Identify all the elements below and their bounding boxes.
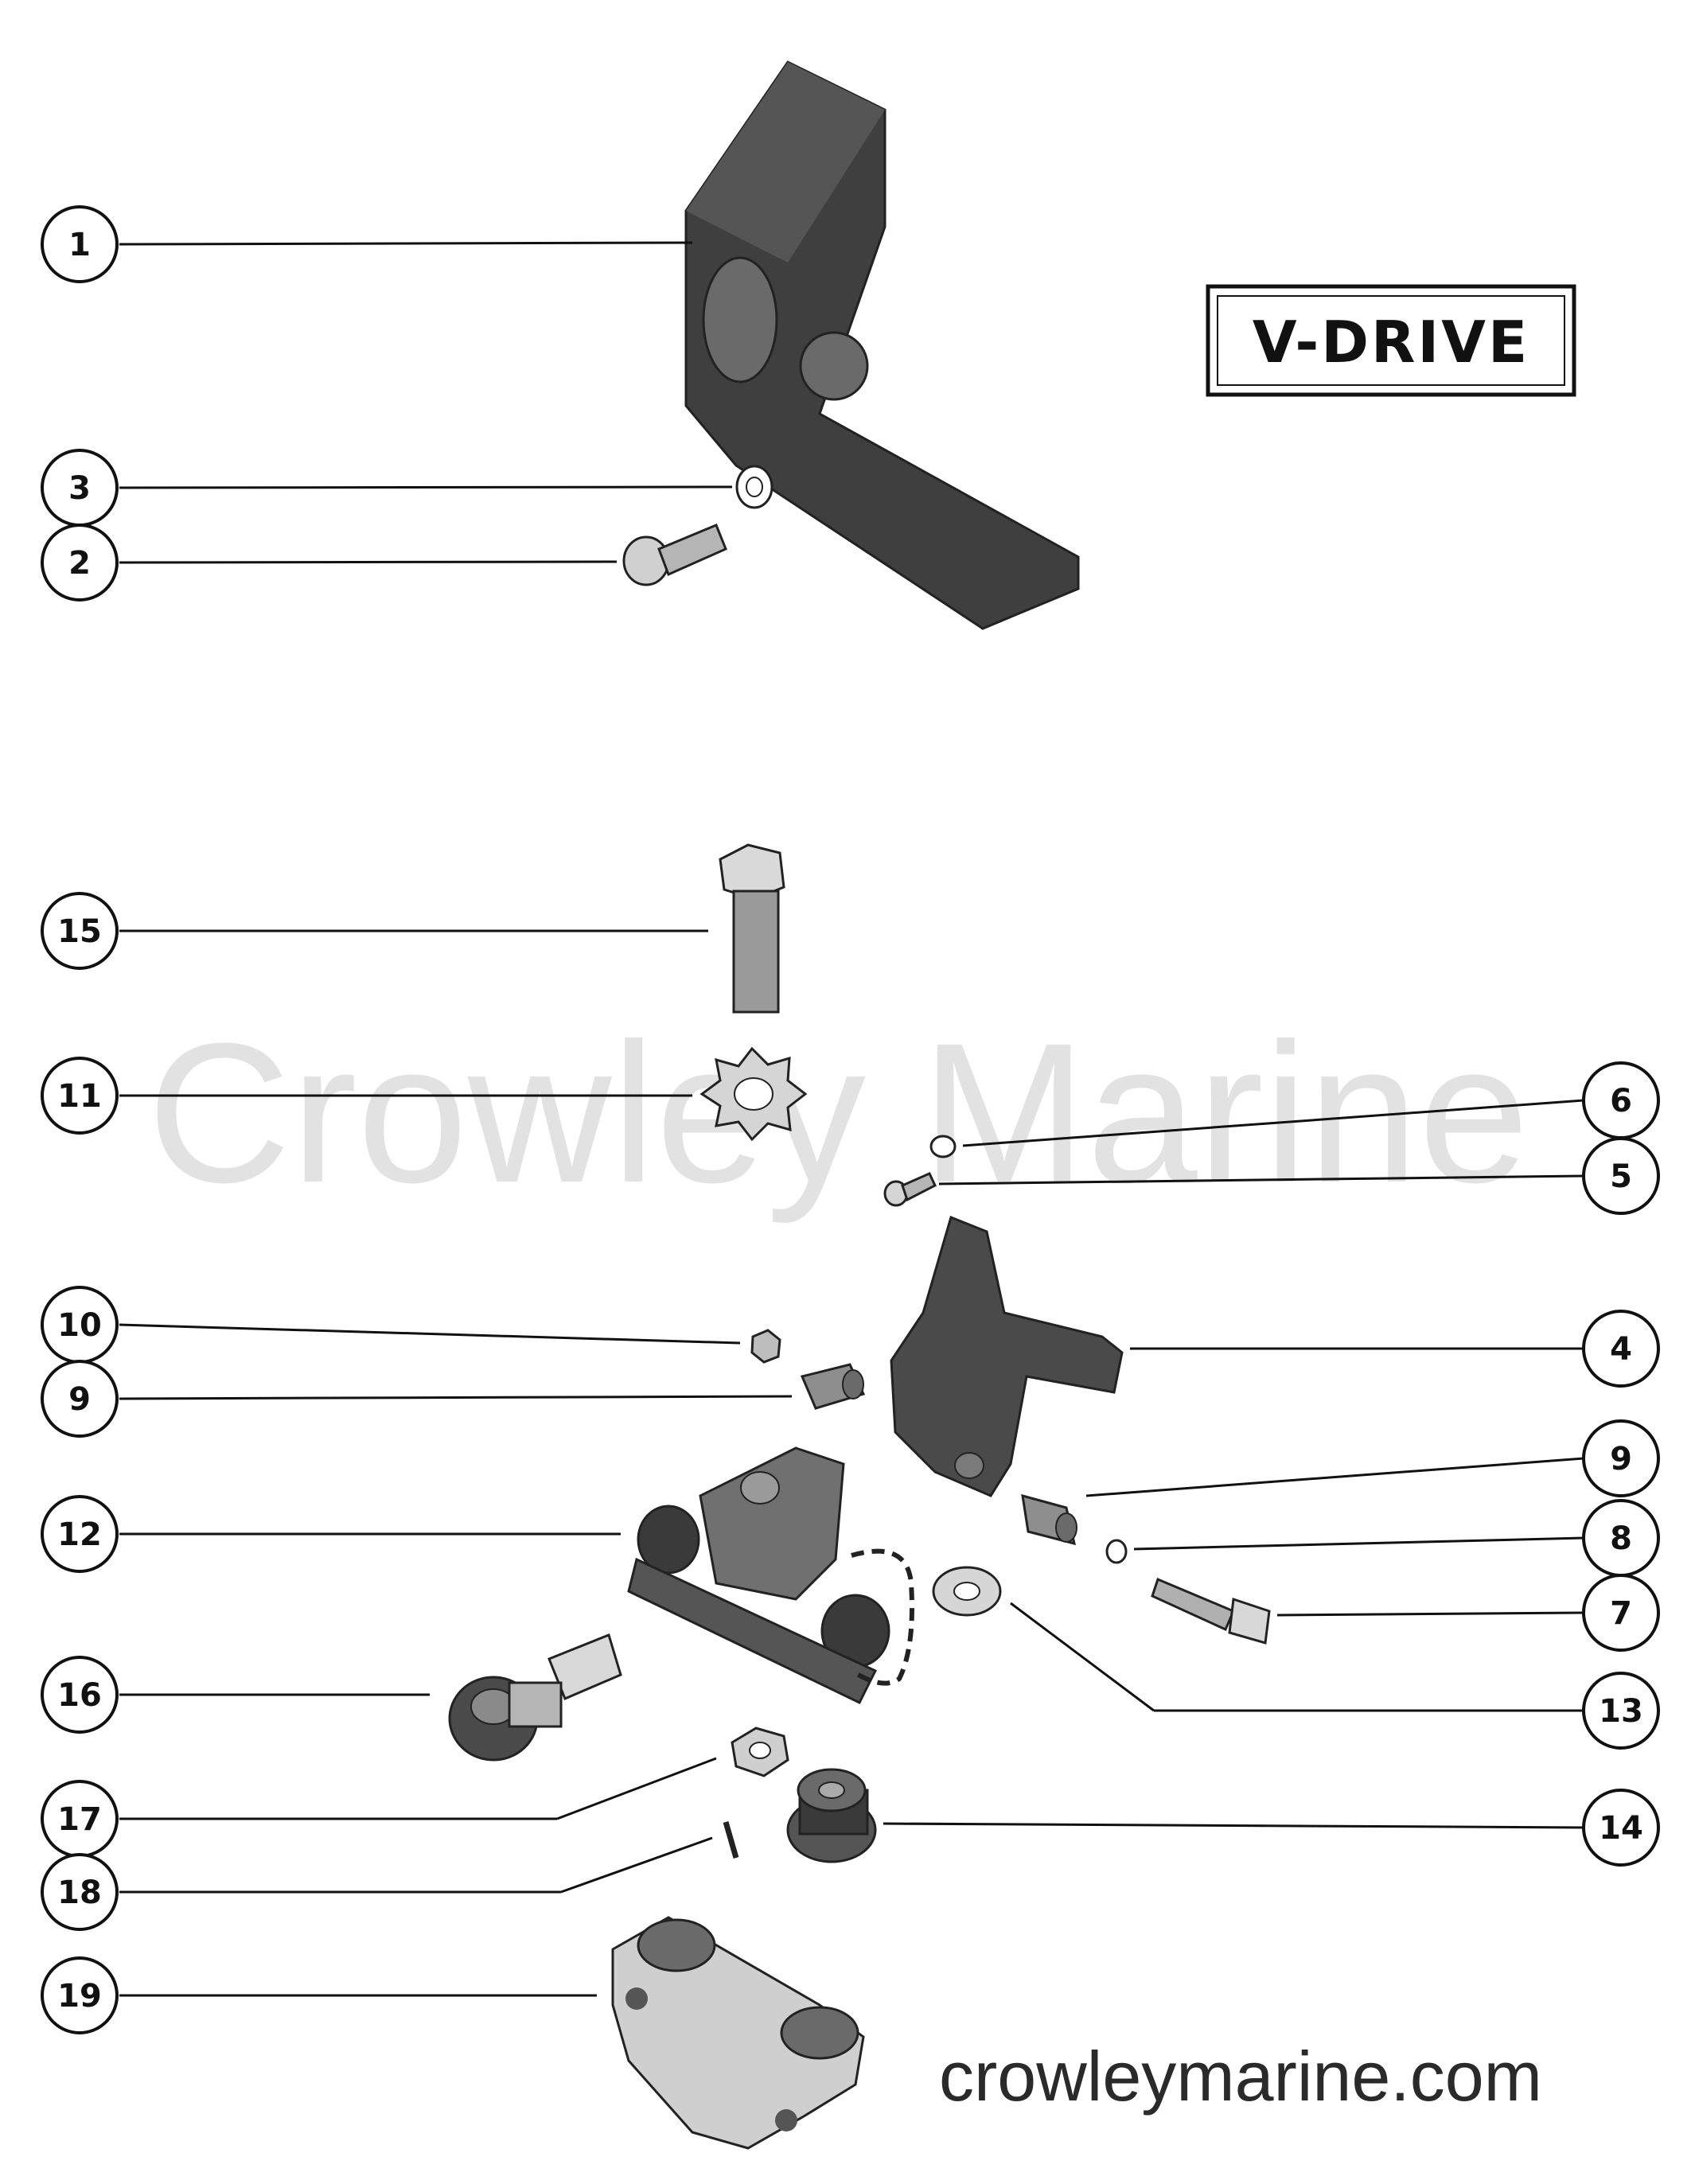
svg-text:9: 9: [1610, 1441, 1632, 1477]
svg-text:5: 5: [1610, 1158, 1632, 1195]
callout-16: 16: [41, 1656, 119, 1734]
part-washer-6: [929, 1135, 957, 1158]
callout-12: 12: [41, 1495, 119, 1573]
svg-text:17: 17: [57, 1801, 102, 1838]
part-pin-18: [723, 1821, 739, 1859]
part-nut-10: [750, 1329, 781, 1364]
callout-2: 2: [41, 524, 119, 601]
part-bushing-14: [786, 1768, 877, 1863]
part-bracket-1: [684, 60, 1080, 630]
svg-text:10: 10: [57, 1307, 102, 1344]
callout-1: 1: [41, 205, 119, 283]
svg-text:6: 6: [1610, 1083, 1632, 1119]
leader-lines: [119, 241, 1584, 1997]
svg-text:1: 1: [68, 227, 91, 263]
part-hexnut-17: [731, 1727, 789, 1777]
svg-text:18: 18: [57, 1875, 102, 1911]
site-url: crowleymarine.com: [939, 2037, 1542, 2116]
svg-text:8: 8: [1610, 1520, 1632, 1557]
callout-10: 10: [41, 1286, 119, 1364]
svg-text:16: 16: [57, 1677, 102, 1714]
part-bolt-7: [1151, 1577, 1271, 1645]
callout-15: 15: [41, 892, 119, 970]
callout-19: 19: [41, 1956, 119, 2034]
svg-text:4: 4: [1610, 1331, 1632, 1368]
part-screw-2: [622, 524, 727, 586]
part-bolt-15: [719, 843, 785, 1014]
part-ring-8: [1105, 1539, 1128, 1564]
part-starwasher-11: [699, 1046, 808, 1142]
watermark: Crowley Marine: [147, 1002, 1529, 1224]
callout-13: 13: [1582, 1672, 1660, 1750]
title-box: V-DRIVE: [1206, 284, 1576, 397]
svg-text:15: 15: [57, 913, 102, 950]
svg-text:19: 19: [57, 1978, 102, 2015]
part-arm-4: [890, 1215, 1124, 1497]
part-base-19: [611, 1916, 865, 2150]
svg-text:13: 13: [1599, 1693, 1643, 1730]
part-rodend-16: [448, 1633, 622, 1762]
svg-text:11: 11: [57, 1078, 102, 1115]
callout-14: 14: [1582, 1789, 1660, 1867]
callout-9-left: 9: [41, 1360, 119, 1438]
callout-3: 3: [41, 449, 119, 527]
callout-11: 11: [41, 1057, 119, 1135]
callout-17: 17: [41, 1780, 119, 1858]
callout-5: 5: [1582, 1137, 1660, 1215]
svg-text:14: 14: [1599, 1810, 1643, 1847]
part-spacer-9-right: [1021, 1493, 1077, 1546]
callout-4: 4: [1582, 1310, 1660, 1388]
svg-text:12: 12: [57, 1516, 102, 1553]
part-screw-5: [883, 1172, 937, 1207]
svg-text:2: 2: [68, 545, 91, 582]
svg-text:9: 9: [68, 1381, 91, 1418]
diagram-title: V-DRIVE: [1253, 309, 1529, 376]
svg-text:3: 3: [68, 470, 91, 507]
callout-8: 8: [1582, 1499, 1660, 1577]
callout-7: 7: [1582, 1574, 1660, 1652]
part-lockwasher-3: [735, 465, 773, 509]
part-mount-12: [627, 1446, 914, 1704]
callout-9-right: 9: [1582, 1419, 1660, 1497]
callout-18: 18: [41, 1853, 119, 1931]
part-washer-13: [932, 1566, 1002, 1617]
part-spacer-9-left: [800, 1363, 866, 1410]
callout-6: 6: [1582, 1061, 1660, 1139]
svg-text:7: 7: [1610, 1595, 1632, 1632]
